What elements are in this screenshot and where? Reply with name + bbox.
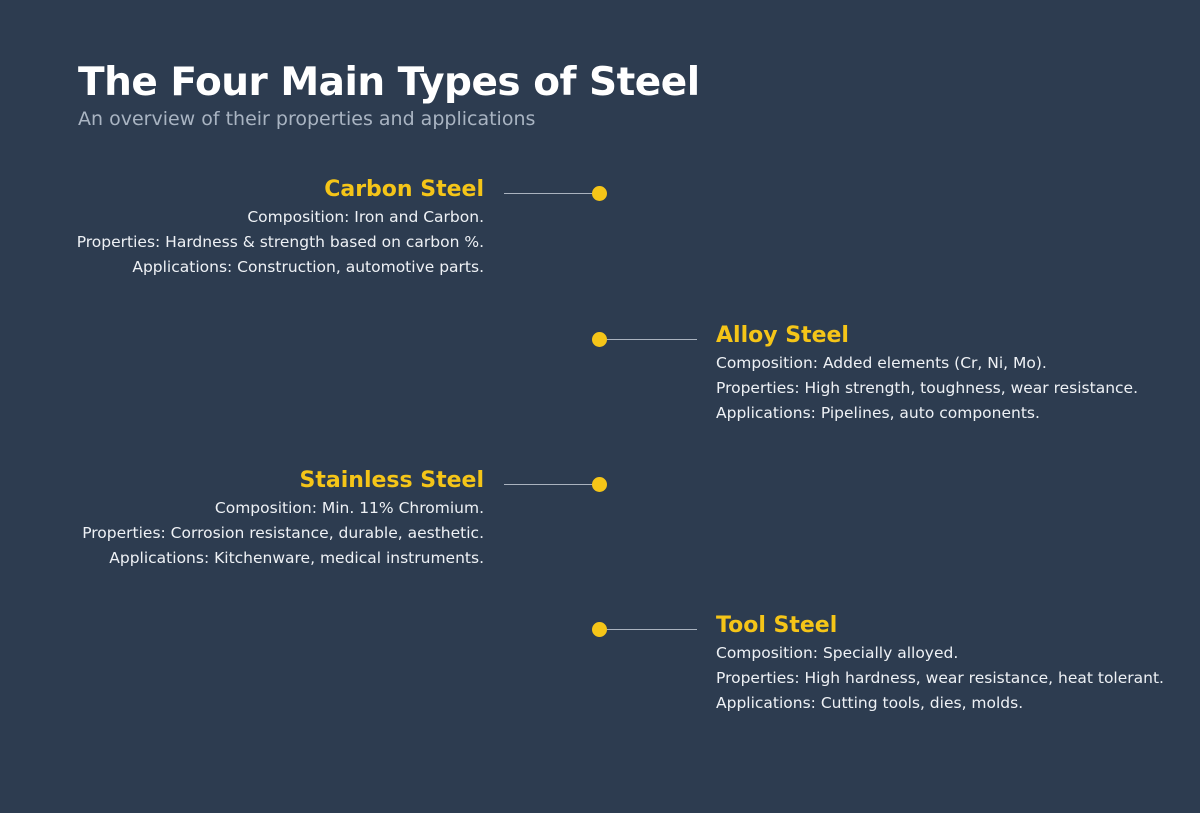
connector-line [504, 484, 596, 485]
connector-line [604, 629, 697, 630]
entry-composition: Composition: Added elements (Cr, Ni, Mo)… [716, 354, 1047, 372]
timeline-entry-carbon-steel: Carbon Steel Composition: Iron and Carbo… [77, 175, 484, 280]
entry-properties: Properties: High hardness, wear resistan… [716, 669, 1164, 687]
entry-title: Tool Steel [716, 613, 838, 638]
entry-properties: Properties: High strength, toughness, we… [716, 379, 1139, 397]
page-title: The Four Main Types of Steel [78, 60, 700, 105]
entry-title: Alloy Steel [716, 323, 849, 348]
timeline-dot [592, 477, 607, 492]
entry-applications: Applications: Pipelines, auto components… [716, 404, 1040, 422]
page-subtitle: An overview of their properties and appl… [78, 108, 536, 130]
timeline-dot [592, 622, 607, 637]
entry-properties: Properties: Hardness & strength based on… [76, 233, 484, 251]
timeline-dot [592, 332, 607, 347]
entry-applications: Applications: Kitchenware, medical instr… [109, 549, 484, 567]
entry-properties: Properties: Corrosion resistance, durabl… [82, 524, 484, 542]
timeline-entry-stainless-steel: Stainless Steel Composition: Min. 11% Ch… [82, 466, 484, 571]
timeline-dot [592, 186, 607, 201]
entry-composition: Composition: Specially alloyed. [716, 644, 959, 662]
timeline-entry-tool-steel: Tool Steel Composition: Specially alloye… [716, 611, 1164, 716]
entry-composition: Composition: Min. 11% Chromium. [214, 499, 484, 517]
connector-line [504, 193, 596, 194]
timeline-entry-alloy-steel: Alloy Steel Composition: Added elements … [716, 321, 1138, 426]
entry-composition: Composition: Iron and Carbon. [247, 208, 484, 226]
entry-title: Carbon Steel [324, 177, 484, 202]
entry-applications: Applications: Cutting tools, dies, molds… [716, 694, 1024, 712]
entry-applications: Applications: Construction, automotive p… [132, 258, 484, 276]
entry-title: Stainless Steel [299, 468, 484, 493]
connector-line [604, 339, 697, 340]
